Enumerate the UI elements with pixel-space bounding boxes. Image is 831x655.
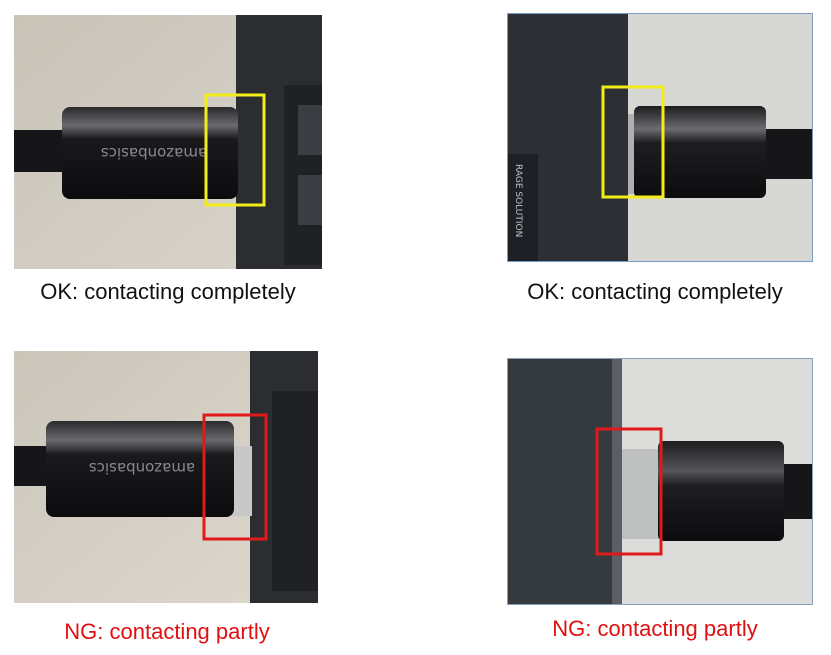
- photo-ng-partial-contact-2: [507, 358, 813, 605]
- caption-ok-2: OK: contacting completely: [527, 279, 783, 304]
- photo-ok-2-image: RAGE SOLUTION: [508, 14, 812, 261]
- photo-ok-complete-contact-2: RAGE SOLUTION: [507, 13, 813, 262]
- caption-ok-1: OK: contacting completely: [40, 279, 296, 304]
- device-label-text: RAGE SOLUTION: [513, 164, 523, 237]
- highlight-box: [202, 413, 268, 541]
- highlight-box: [204, 93, 266, 207]
- photo-ng-2-image: [508, 359, 812, 604]
- caption-ng-2: NG: contacting partly: [552, 616, 758, 641]
- photo-ng-partial-contact-1: amazonbasics: [14, 351, 318, 603]
- highlight-box: [601, 85, 665, 199]
- photo-ng-1-image: amazonbasics: [14, 351, 318, 603]
- photo-ok-complete-contact-1: amazonbasics: [14, 15, 322, 269]
- caption-ng-1: NG: contacting partly: [64, 619, 270, 644]
- highlight-box: [595, 427, 663, 556]
- photo-ok-1-image: amazonbasics: [14, 15, 322, 269]
- cable-brand-label: amazonbasics: [89, 459, 195, 477]
- cable-brand-label: amazonbasics: [101, 144, 207, 162]
